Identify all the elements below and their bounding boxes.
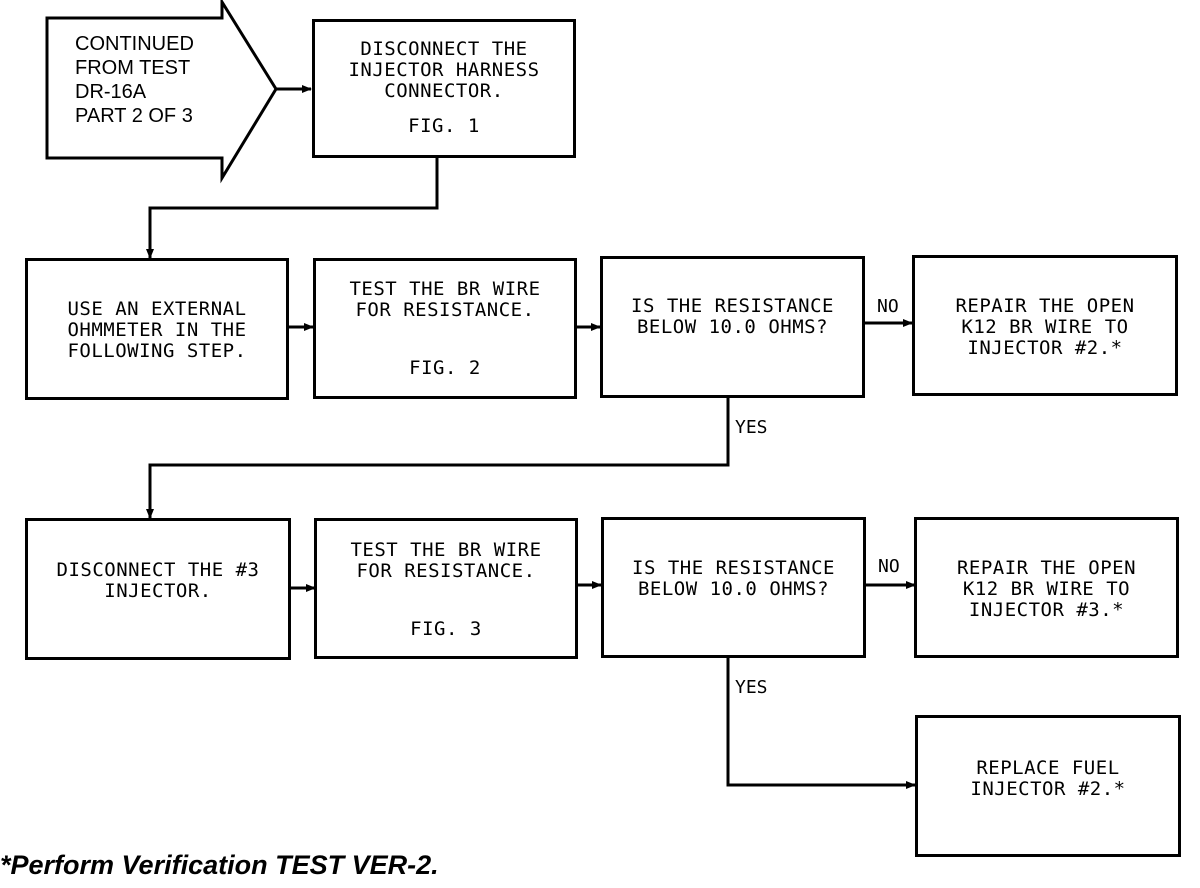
yes-label-1: YES [735, 417, 768, 438]
disconnect-harness-box: DISCONNECT THE INJECTOR HARNESS CONNECTO… [312, 19, 576, 158]
repair-injector-3-box: REPAIR THE OPEN K12 BR WIRE TO INJECTOR … [914, 517, 1179, 658]
test-br-wire-1-text: TEST THE BR WIRE FOR RESISTANCE. [349, 278, 541, 321]
test-br-wire-2-text: TEST THE BR WIRE FOR RESISTANCE. [350, 539, 542, 582]
fig-1-label: FIG. 1 [408, 115, 480, 137]
arrow-q1-yes-to-disconnect3 [146, 397, 730, 519]
start-arrow-shape [45, 0, 278, 184]
resistance-question-2-text: IS THE RESISTANCE BELOW 10.0 OHMS? [632, 557, 835, 600]
test-br-wire-1-box: TEST THE BR WIRE FOR RESISTANCE. FIG. 2 [313, 258, 577, 399]
test-br-wire-2-box: TEST THE BR WIRE FOR RESISTANCE. FIG. 3 [314, 518, 578, 659]
repair-injector-3-text: REPAIR THE OPEN K12 BR WIRE TO INJECTOR … [956, 557, 1137, 621]
resistance-question-1-text: IS THE RESISTANCE BELOW 10.0 OHMS? [631, 295, 834, 338]
no-label-1: NO [877, 296, 899, 317]
start-connector-text: CONTINUED FROM TEST DR-16A PART 2 OF 3 [75, 33, 194, 127]
repair-injector-2-text: REPAIR THE OPEN K12 BR WIRE TO INJECTOR … [955, 295, 1135, 359]
repair-injector-2-box: REPAIR THE OPEN K12 BR WIRE TO INJECTOR … [912, 255, 1178, 396]
use-ohmmeter-box: USE AN EXTERNAL OHMMETER IN THE FOLLOWIN… [25, 258, 289, 400]
resistance-question-1-box: IS THE RESISTANCE BELOW 10.0 OHMS? [600, 256, 865, 398]
disconnect-injector-3-text: DISCONNECT THE #3 INJECTOR. [56, 559, 260, 602]
verification-footnote: *Perform Verification TEST VER-2. [0, 850, 439, 880]
fig-3-label: FIG. 3 [410, 618, 482, 640]
disconnect-injector-3-box: DISCONNECT THE #3 INJECTOR. [25, 518, 291, 660]
replace-injector-2-box: REPLACE FUEL INJECTOR #2.* [915, 715, 1181, 857]
arrow-q2-yes-to-replace [726, 657, 916, 789]
disconnect-harness-text: DISCONNECT THE INJECTOR HARNESS CONNECTO… [348, 38, 540, 102]
yes-label-2: YES [735, 677, 768, 698]
no-label-2: NO [878, 556, 900, 577]
fig-2-label: FIG. 2 [409, 357, 481, 379]
arrow-disconnect-to-ohmmeter [146, 157, 439, 259]
use-ohmmeter-text: USE AN EXTERNAL OHMMETER IN THE FOLLOWIN… [67, 298, 247, 362]
resistance-question-2-box: IS THE RESISTANCE BELOW 10.0 OHMS? [601, 517, 866, 658]
replace-injector-2-text: REPLACE FUEL INJECTOR #2.* [970, 757, 1126, 800]
